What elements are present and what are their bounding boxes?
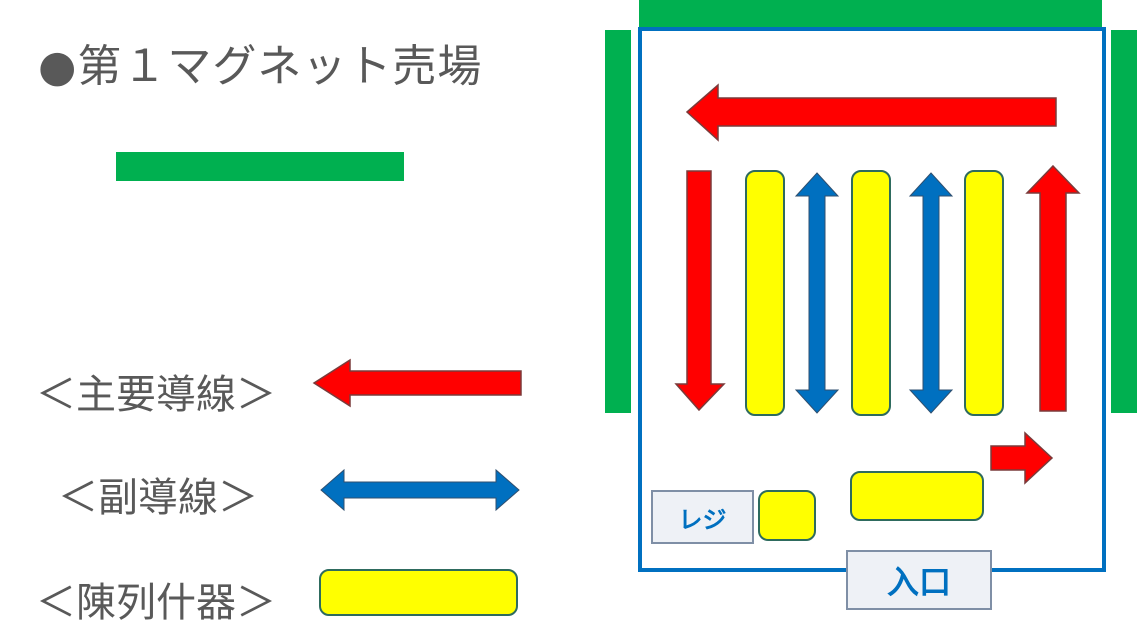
main-route-up-arrow <box>1025 164 1081 412</box>
page-title: ●第１マグネット売場 <box>38 41 483 92</box>
magnet-wall-right <box>1111 30 1137 413</box>
legend-magnet-bar <box>116 152 404 181</box>
magnet-wall-top <box>639 0 1102 27</box>
legend-fixture-box <box>319 569 518 616</box>
fixture-near-register <box>758 490 816 541</box>
fixture-aisle-2 <box>851 170 891 416</box>
entrance-label: 入口 <box>846 550 992 610</box>
legend-fixture-label: ＜陳列什器＞ <box>36 580 276 626</box>
fixture-aisle-1 <box>745 170 785 416</box>
sub-route-arrow-2 <box>908 172 954 414</box>
legend-main-route-label: ＜主要導線＞ <box>36 372 276 418</box>
sub-route-arrow-1 <box>794 172 840 414</box>
main-route-top-arrow <box>685 83 1057 142</box>
register-label: レジ <box>651 490 754 544</box>
fixture-near-entrance <box>850 471 984 521</box>
main-route-down-arrow <box>674 170 726 412</box>
legend-sub-route-arrow <box>320 468 520 512</box>
main-route-entrance-arrow <box>990 431 1054 485</box>
legend-main-route-arrow <box>312 358 522 408</box>
fixture-aisle-3 <box>964 170 1004 416</box>
legend-sub-route-label: ＜副導線＞ <box>58 475 258 521</box>
magnet-wall-left <box>605 30 631 413</box>
